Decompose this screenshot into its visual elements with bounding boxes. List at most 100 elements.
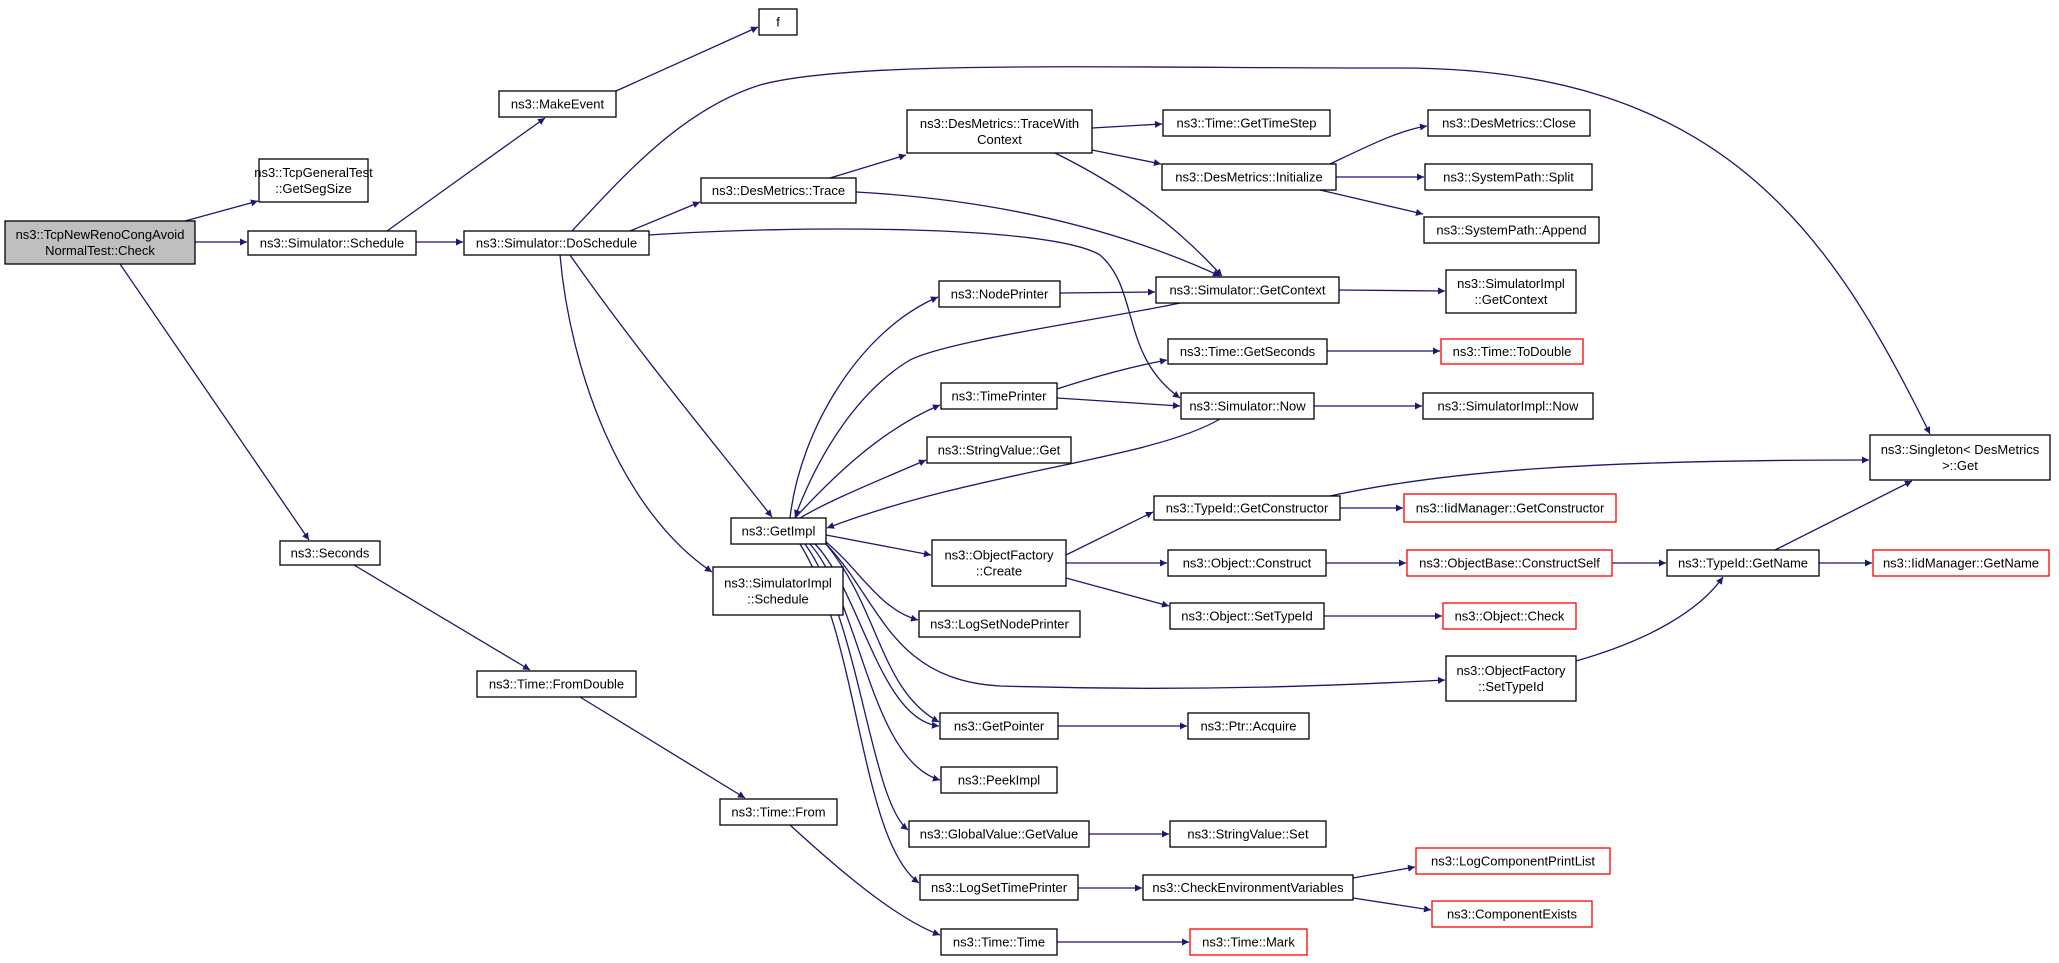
node-box[interactable] <box>498 90 617 118</box>
node-singletonGet[interactable]: ns3::Singleton< DesMetrics >::Get <box>1869 434 2051 481</box>
node-box[interactable] <box>940 382 1058 410</box>
node-getContext[interactable]: ns3::Simulator::GetContext <box>1155 276 1340 304</box>
node-box[interactable] <box>712 566 844 616</box>
node-typeIdGetName[interactable]: ns3::TypeId::GetName <box>1666 549 1820 577</box>
node-box[interactable] <box>1422 392 1594 420</box>
node-factorySetTypeId[interactable]: ns3::ObjectFactory::SetTypeId <box>1445 655 1577 702</box>
node-box[interactable] <box>906 109 1093 154</box>
node-box[interactable] <box>1872 549 2050 577</box>
node-componentExists[interactable]: ns3::ComponentExists <box>1431 900 1593 928</box>
node-box[interactable] <box>940 766 1058 794</box>
node-box[interactable] <box>1869 434 2051 481</box>
node-f[interactable]: f <box>758 8 798 36</box>
node-seconds[interactable]: ns3::Seconds <box>279 540 381 566</box>
node-getPointer[interactable]: ns3::GetPointer <box>939 712 1059 740</box>
node-box[interactable] <box>1445 655 1577 702</box>
node-root[interactable]: ns3::TcpNewRenoCongAvoidNormalTest::Chec… <box>4 220 196 265</box>
node-box[interactable] <box>1666 549 1820 577</box>
node-logCompPrintList[interactable]: ns3::LogComponentPrintList <box>1415 847 1611 875</box>
node-ptrAcquire[interactable]: ns3::Ptr::Acquire <box>1187 712 1310 740</box>
node-doSchedule[interactable]: ns3::Simulator::DoSchedule <box>463 230 650 256</box>
node-iidGetConstructor[interactable]: ns3::IidManager::GetConstructor <box>1403 493 1617 523</box>
node-box[interactable] <box>1431 900 1593 928</box>
node-box[interactable] <box>730 517 827 545</box>
node-box[interactable] <box>931 539 1067 587</box>
node-box[interactable] <box>758 8 798 36</box>
node-box[interactable] <box>1406 549 1613 577</box>
node-box[interactable] <box>938 280 1061 308</box>
node-box[interactable] <box>1161 163 1337 191</box>
node-implSchedule[interactable]: ns3::SimulatorImpl::Schedule <box>712 566 844 616</box>
node-timePrinter[interactable]: ns3::TimePrinter <box>940 382 1058 410</box>
node-implGetContext[interactable]: ns3::SimulatorImpl::GetContext <box>1445 269 1577 314</box>
node-objCheck[interactable]: ns3::Object::Check <box>1442 602 1577 630</box>
node-box[interactable] <box>1189 928 1308 956</box>
node-logSetTimePrinter[interactable]: ns3::LogSetTimePrinter <box>919 874 1079 901</box>
node-implNow[interactable]: ns3::SimulatorImpl::Now <box>1422 392 1594 420</box>
node-box[interactable] <box>1142 874 1354 901</box>
node-box[interactable] <box>258 158 369 203</box>
node-getConstructor[interactable]: ns3::TypeId::GetConstructor <box>1153 495 1341 521</box>
node-stringValueGet[interactable]: ns3::StringValue::Get <box>926 436 1072 464</box>
node-box[interactable] <box>1167 549 1327 577</box>
node-box[interactable] <box>1180 392 1315 420</box>
node-getSecondsNode[interactable]: ns3::Time::GetSeconds <box>1167 338 1328 365</box>
node-globalGetValue[interactable]: ns3::GlobalValue::GetValue <box>908 820 1090 848</box>
node-setTypeId[interactable]: ns3::Object::SetTypeId <box>1169 602 1325 630</box>
node-pathSplit[interactable]: ns3::SystemPath::Split <box>1424 163 1593 191</box>
node-box[interactable] <box>939 712 1059 740</box>
node-objConstruct[interactable]: ns3::Object::Construct <box>1167 549 1327 577</box>
node-simNow[interactable]: ns3::Simulator::Now <box>1180 392 1315 420</box>
node-box[interactable] <box>1445 269 1577 314</box>
node-box[interactable] <box>1440 338 1584 365</box>
node-box[interactable] <box>1187 712 1310 740</box>
node-box[interactable] <box>1167 338 1328 365</box>
node-box[interactable] <box>1153 495 1341 521</box>
node-schedule[interactable]: ns3::Simulator::Schedule <box>247 230 417 256</box>
node-stringValueSet[interactable]: ns3::StringValue::Set <box>1169 820 1327 848</box>
node-pathAppend[interactable]: ns3::SystemPath::Append <box>1423 216 1600 244</box>
node-getTimeStep[interactable]: ns3::Time::GetTimeStep <box>1162 109 1331 137</box>
node-box[interactable] <box>1427 109 1591 137</box>
node-toDouble[interactable]: ns3::Time::ToDouble <box>1440 338 1584 365</box>
node-getImpl[interactable]: ns3::GetImpl <box>730 517 827 545</box>
node-makeEvent[interactable]: ns3::MakeEvent <box>498 90 617 118</box>
node-timeMark[interactable]: ns3::Time::Mark <box>1189 928 1308 956</box>
node-iidGetName[interactable]: ns3::IidManager::GetName <box>1872 549 2050 577</box>
node-box[interactable] <box>247 230 417 256</box>
node-box[interactable] <box>908 820 1090 848</box>
node-box[interactable] <box>476 670 637 698</box>
node-logSetNodePrinter[interactable]: ns3::LogSetNodePrinter <box>918 610 1081 638</box>
node-factoryCreate[interactable]: ns3::ObjectFactory::Create <box>931 539 1067 587</box>
node-box[interactable] <box>1423 216 1600 244</box>
node-desInitialize[interactable]: ns3::DesMetrics::Initialize <box>1161 163 1337 191</box>
node-checkEnv[interactable]: ns3::CheckEnvironmentVariables <box>1142 874 1354 901</box>
node-getSegSize[interactable]: ns3::TcpGeneralTest::GetSegSize <box>254 158 373 203</box>
node-box[interactable] <box>1442 602 1577 630</box>
node-box[interactable] <box>1415 847 1611 875</box>
node-box[interactable] <box>4 220 196 265</box>
node-box[interactable] <box>1155 276 1340 304</box>
node-fromDouble[interactable]: ns3::Time::FromDouble <box>476 670 637 698</box>
node-box[interactable] <box>1424 163 1593 191</box>
node-box[interactable] <box>700 177 857 204</box>
node-box[interactable] <box>940 928 1058 956</box>
node-box[interactable] <box>279 540 381 566</box>
node-box[interactable] <box>1169 820 1327 848</box>
node-box[interactable] <box>926 436 1072 464</box>
node-box[interactable] <box>719 798 838 826</box>
node-box[interactable] <box>463 230 650 256</box>
node-box[interactable] <box>918 610 1081 638</box>
node-peekImpl[interactable]: ns3::PeekImpl <box>940 766 1058 794</box>
node-box[interactable] <box>1169 602 1325 630</box>
node-box[interactable] <box>1162 109 1331 137</box>
node-timeFrom[interactable]: ns3::Time::From <box>719 798 838 826</box>
node-desClose[interactable]: ns3::DesMetrics::Close <box>1427 109 1591 137</box>
node-nodePrinter[interactable]: ns3::NodePrinter <box>938 280 1061 308</box>
node-desTrace[interactable]: ns3::DesMetrics::Trace <box>700 177 857 204</box>
node-box[interactable] <box>1403 493 1617 523</box>
node-box[interactable] <box>919 874 1079 901</box>
node-constructSelf[interactable]: ns3::ObjectBase::ConstructSelf <box>1406 549 1613 577</box>
node-timeTime[interactable]: ns3::Time::Time <box>940 928 1058 956</box>
